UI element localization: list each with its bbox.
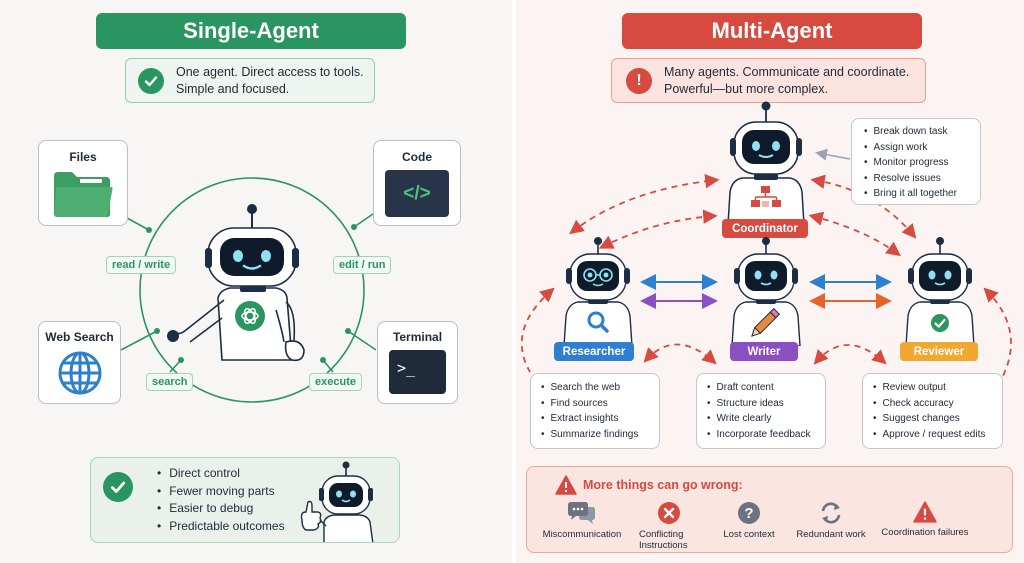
reviewer-tasks: Review output Check accuracy Suggest cha… (862, 373, 1003, 449)
task-item: Suggest changes (873, 413, 1002, 429)
reviewer-label: Reviewer (900, 342, 978, 361)
risk-label: Redundant work (796, 529, 866, 540)
x-circle-icon (658, 502, 680, 524)
pros-item: Predictable outcomes (157, 519, 284, 537)
task-item: Approve / request edits (873, 429, 1002, 445)
terminal-icon: >_ (389, 350, 446, 394)
task-item: Find sources (541, 398, 659, 414)
tool-code-label: Code (402, 150, 432, 164)
edge-label-search: search (146, 373, 194, 391)
summary-line-2: Simple and focused. (176, 81, 290, 96)
duty-item: Break down task (864, 126, 980, 142)
coordinator-duties: Break down task Assign work Monitor prog… (851, 118, 981, 205)
summary-line-1: One agent. Direct access to tools. (176, 64, 364, 79)
task-item: Search the web (541, 382, 659, 398)
tool-files[interactable]: Files (38, 140, 128, 226)
risk-label: Miscommunication (542, 529, 622, 540)
writer-label: Writer (730, 342, 798, 361)
single-agent-title: Single-Agent (96, 13, 406, 49)
risk-lost-context: ? Lost context (699, 501, 799, 540)
multi-agent-summary: ! Many agents. Communicate and coordinat… (611, 58, 926, 103)
coordinator-label: Coordinator (722, 219, 808, 238)
summary-line-2: Powerful—but more complex. (664, 81, 828, 96)
coordinator-researcher-link (569, 174, 720, 235)
pros-item: Easier to debug (157, 501, 285, 519)
single-agent-panel: Single-Agent One agent. Direct access to… (0, 0, 512, 563)
task-item: Extract insights (541, 413, 659, 429)
risk-box: More things can go wrong: Miscommunicati… (526, 466, 1013, 553)
alert-circle-icon: ! (626, 67, 652, 94)
thumbs-up-robot (300, 461, 374, 542)
edge-label-read-write: read / write (106, 256, 177, 274)
chat-bubbles-icon (568, 502, 595, 524)
duty-item: Monitor progress (864, 157, 980, 173)
pros-item: Fewer moving parts (157, 484, 285, 502)
tool-terminal[interactable]: Terminal >_ (377, 321, 458, 404)
check-circle-icon (138, 67, 164, 94)
folder-icon (54, 172, 113, 217)
warning-icon (555, 475, 577, 495)
pros-list: Direct control Fewer moving parts Easier… (157, 466, 285, 537)
warning-icon (913, 501, 937, 523)
tool-web-search[interactable]: Web Search (38, 321, 121, 404)
tool-files-label: Files (69, 150, 97, 164)
agent-connections (520, 148, 1012, 379)
tool-terminal-label: Terminal (392, 330, 443, 344)
globe-icon (58, 351, 101, 395)
task-item: Summarize findings (541, 429, 659, 445)
tool-web-search-label: Web Search (45, 330, 114, 344)
multi-agent-panel: Multi-Agent ! Many agents. Communicate a… (516, 0, 1024, 563)
single-agent-summary: One agent. Direct access to tools. Simpl… (125, 58, 375, 103)
single-agent-pros: Direct control Fewer moving parts Easier… (90, 457, 400, 543)
task-item: Check accuracy (873, 398, 1002, 414)
risk-coordination-failures: Coordination failures (865, 501, 985, 538)
task-item: Write clearly (707, 413, 825, 429)
pros-item: Direct control (157, 466, 285, 484)
duty-item: Bring it all together (864, 188, 980, 204)
writer-robot (731, 237, 801, 346)
magnifier-icon (587, 311, 609, 333)
writer-tasks: Draft content Structure ideas Write clea… (696, 373, 826, 449)
risk-label: Lost context (723, 529, 775, 540)
researcher-robot (563, 237, 633, 346)
task-item: Review output (873, 382, 1002, 398)
hierarchy-icon (751, 186, 781, 207)
researcher-label: Researcher (554, 342, 634, 361)
duty-item: Assign work (864, 142, 980, 158)
reviewer-robot (905, 237, 975, 346)
tool-connection-ring (120, 177, 377, 403)
risk-conflicting-instructions: Conflicting Instructions (619, 501, 719, 551)
code-icon: </> (385, 170, 449, 217)
single-agent-robot (167, 204, 305, 362)
pencil-icon (751, 307, 781, 337)
duty-item: Resolve issues (864, 173, 980, 189)
svg-text:?: ? (744, 505, 753, 522)
tool-code[interactable]: Code </> (373, 140, 461, 226)
task-item: Structure ideas (707, 398, 825, 414)
refresh-icon (821, 502, 841, 524)
check-circle-icon (103, 472, 133, 502)
task-item: Draft content (707, 382, 825, 398)
risk-label: Conflicting Instructions (639, 529, 688, 551)
coordinator-robot (727, 101, 805, 225)
researcher-tasks: Search the web Find sources Extract insi… (530, 373, 660, 449)
summary-line-1: Many agents. Communicate and coordinate. (664, 64, 910, 79)
risk-miscommunication: Miscommunication (532, 501, 632, 540)
multi-agent-title: Multi-Agent (622, 13, 922, 49)
question-circle-icon: ? (738, 502, 760, 524)
risk-title: More things can go wrong: (583, 478, 743, 492)
risk-label: Coordination failures (881, 527, 969, 538)
check-circle-icon (931, 314, 949, 332)
edge-label-execute: execute (309, 373, 362, 391)
risk-redundant-work: Redundant work (781, 501, 881, 540)
task-item: Incorporate feedback (707, 429, 825, 445)
openai-logo-icon (235, 301, 265, 331)
edge-label-edit-run: edit / run (333, 256, 392, 274)
